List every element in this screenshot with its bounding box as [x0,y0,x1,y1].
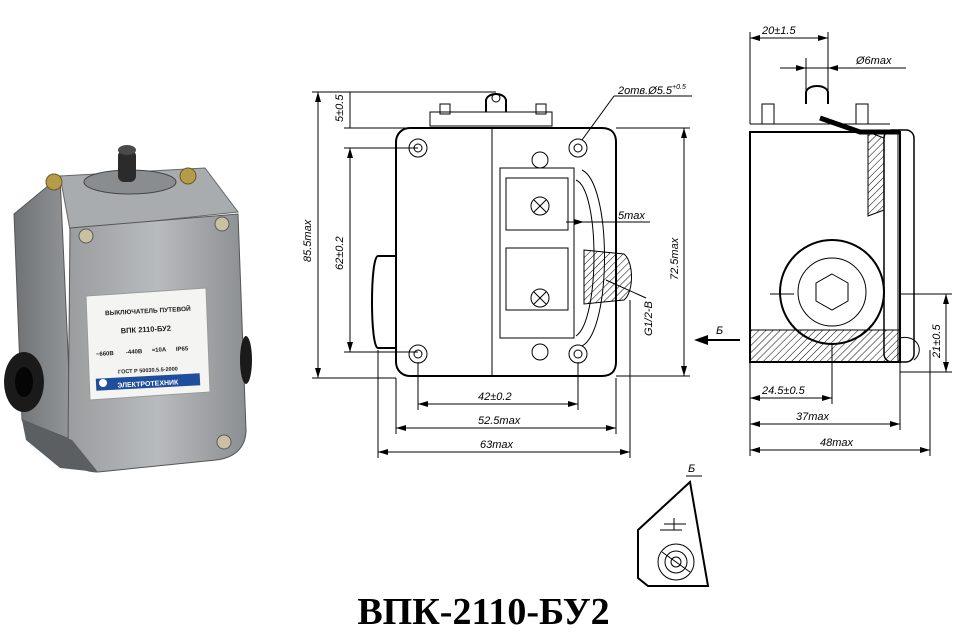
screw-icon [78,228,94,244]
dim-holes: 2отв.Ø5.5+0.5 [617,84,686,97]
side-dimensions [749,32,952,456]
view-b [637,475,710,587]
label-brand: ЭЛЕКТРОТЕХНИК [117,379,179,389]
brand-logo-icon [99,379,107,387]
screw-icon [45,173,63,191]
label-spec-v1: ~660В [96,351,115,358]
front-dimensions [312,91,740,458]
dim-37max: 37max [796,411,830,423]
label-gost: ГОСТ Р 50030.5.5-2000 [118,366,178,375]
label-spec-v2: -440В [126,349,143,356]
side-view [749,85,920,363]
dim-20: 20±1.5 [761,25,796,37]
dim-arrow-b: Б [716,325,723,337]
screw-icon [179,167,197,185]
product-photo [4,145,252,473]
dim-52-5max: 52.5max [478,415,521,427]
front-dimension-labels: 85.5max 5±0.5 62±0.2 72.5max G1/2-B 2отв… [302,84,723,451]
side-dimension-labels: 20±1.5 Ø6max 21±0.5 24.5±0.5 37max 48max [761,25,943,449]
dim-62: 62±0.2 [334,236,346,270]
label-line2: ВПК 2110-БУ2 [121,324,172,336]
screw-icon [214,216,230,232]
dim-24-5: 24.5±0.5 [761,385,806,397]
screw-icon [216,434,232,450]
dim-6max: Ø6max [855,55,892,67]
label-spec-a: ≈10А [152,347,167,354]
dim-63max: 63max [480,439,514,451]
dim-48max: 48max [820,437,854,449]
view-b-label: Б [688,463,695,475]
dim-g12: G1/2-B [643,301,655,336]
label-spec-ip: IP65 [176,346,189,353]
dim-5: 5±0.5 [334,94,346,122]
dim-85-5max: 85.5max [302,219,314,262]
dim-5max: 5max [618,210,645,222]
product-label: ВЫКЛЮЧАТЕЛЬ ПУТЕВОЙ ВПК 2110-БУ2 ~660В -… [95,304,201,391]
dim-42: 42±0.2 [478,391,512,403]
page-title: ВПК-2110-БУ2 [357,591,610,633]
dim-72-5max: 72.5max [669,237,681,280]
dim-21: 21±0.5 [931,324,943,359]
